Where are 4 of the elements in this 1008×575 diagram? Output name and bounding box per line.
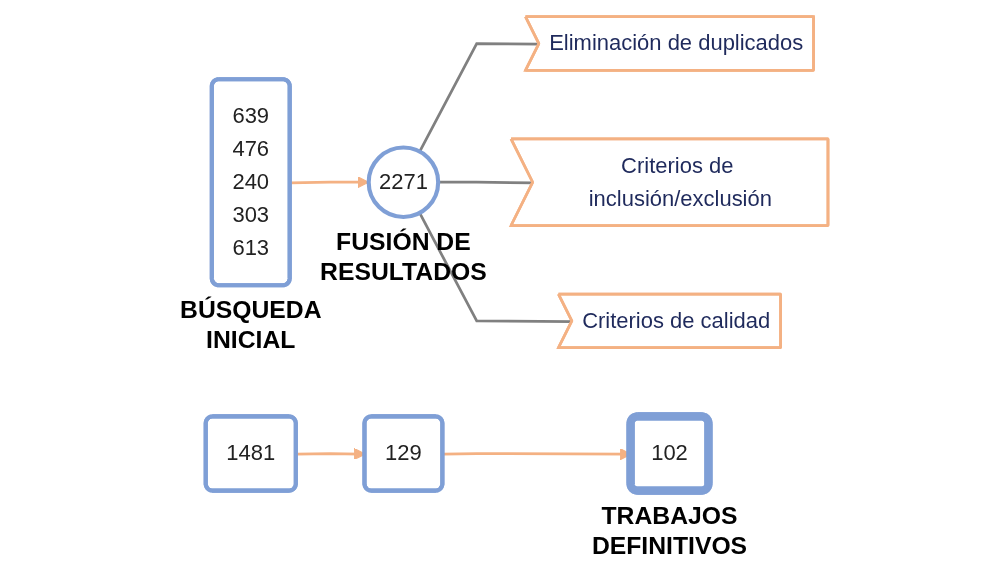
stage-caption: FUSIÓN DE RESULTADOS xyxy=(320,227,487,285)
stage-caption: BÚSQUEDA INICIAL xyxy=(180,295,322,353)
stage-caption: TRABAJOS DEFINITIVOS xyxy=(591,501,748,559)
node-circle: 2271 xyxy=(366,144,441,219)
